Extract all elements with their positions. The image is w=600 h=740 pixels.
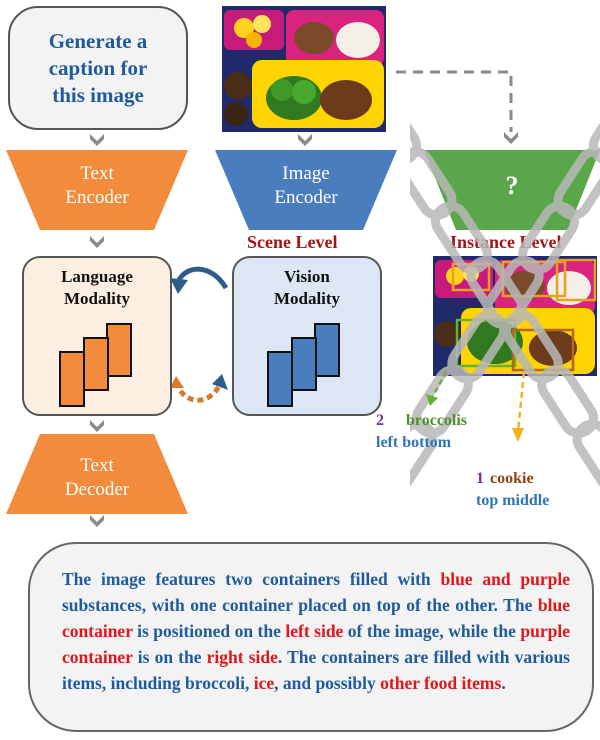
text-decoder-line2: Decoder (64, 479, 130, 500)
vision-modality-line2: Modality (273, 289, 341, 308)
language-tokens-icon (59, 323, 132, 407)
caption-segment: , and possibly (274, 673, 381, 693)
caption-highlight: ice (253, 673, 275, 693)
caption-segment: of the image, while the (343, 621, 521, 641)
instance-encoder-label: ? (505, 171, 519, 200)
cookie-count: 1 (476, 470, 484, 487)
caption-segment: . (501, 673, 506, 693)
cookie-annotation: 1 cookie (476, 468, 534, 490)
text-decoder-line1: Text (80, 455, 114, 476)
arrow-prompt-to-encoder (90, 134, 104, 146)
arrow-encoder-to-language (90, 236, 104, 248)
food-image (222, 6, 386, 132)
cookie-name: cookie (490, 470, 534, 487)
caption-segment: . The containers are filled with various… (62, 647, 570, 693)
broccoli-count: 2 (376, 412, 384, 429)
arrow-image-to-encoder (298, 134, 312, 146)
text-encoder-line1: Text (80, 163, 114, 184)
vision-modality-line1: Vision (284, 267, 330, 286)
text-encoder: Text Encoder (6, 150, 188, 230)
caption-highlight: left side (285, 621, 344, 641)
image-encoder: Image Encoder (215, 150, 397, 230)
image-encoder-line2: Encoder (274, 187, 338, 208)
caption-highlight: other food items (380, 673, 502, 693)
caption-highlight: blue and purple (440, 569, 570, 589)
caption-highlight: blue container (62, 595, 570, 641)
bbox-top-right (555, 258, 597, 302)
dashed-connector (396, 70, 513, 132)
dashed-arrow-language-to-vision (173, 381, 223, 403)
text-encoder-line2: Encoder (65, 187, 129, 208)
arrow-decoder-to-caption (90, 515, 104, 527)
caption-box: The image features two containers filled… (28, 542, 594, 732)
language-modality-box: Language Modality (22, 256, 172, 416)
broccoli-position: left bottom (376, 434, 452, 451)
vision-modality-box: Vision Modality (232, 256, 382, 416)
caption-segment: substances, with one container placed on… (62, 595, 538, 615)
arrow-language-to-decoder (90, 420, 104, 432)
caption-segment: is positioned on the (132, 621, 286, 641)
broccoli-annotation: 2 broccolis (376, 410, 467, 432)
curved-arrow-vision-to-language (175, 266, 229, 290)
prompt-text: Generate a caption for this image (48, 28, 148, 107)
caption-highlight: right side (206, 647, 278, 667)
caption-highlight: purple container (62, 621, 570, 667)
chain-icon (410, 92, 600, 493)
flow-arrows (90, 70, 518, 527)
prompt-box: Generate a caption for this image (8, 6, 188, 130)
language-modality-line1: Language (61, 267, 133, 286)
caption-segment: The image features two containers filled… (62, 569, 441, 589)
language-modality-line2: Modality (63, 289, 131, 308)
cookie-position: top middle (476, 492, 550, 509)
arrow-into-instance-encoder (504, 132, 518, 144)
caption-text: The image features two containers filled… (62, 566, 570, 696)
text-decoder: Text Decoder (6, 434, 188, 514)
scene-level-label: Scene Level (247, 232, 338, 252)
annotation-arrows (426, 371, 526, 442)
broccoli-name: broccolis (406, 412, 468, 429)
image-encoder-line1: Image (282, 163, 330, 184)
caption-segment: is on the (132, 647, 207, 667)
vision-tokens-icon (267, 323, 340, 407)
